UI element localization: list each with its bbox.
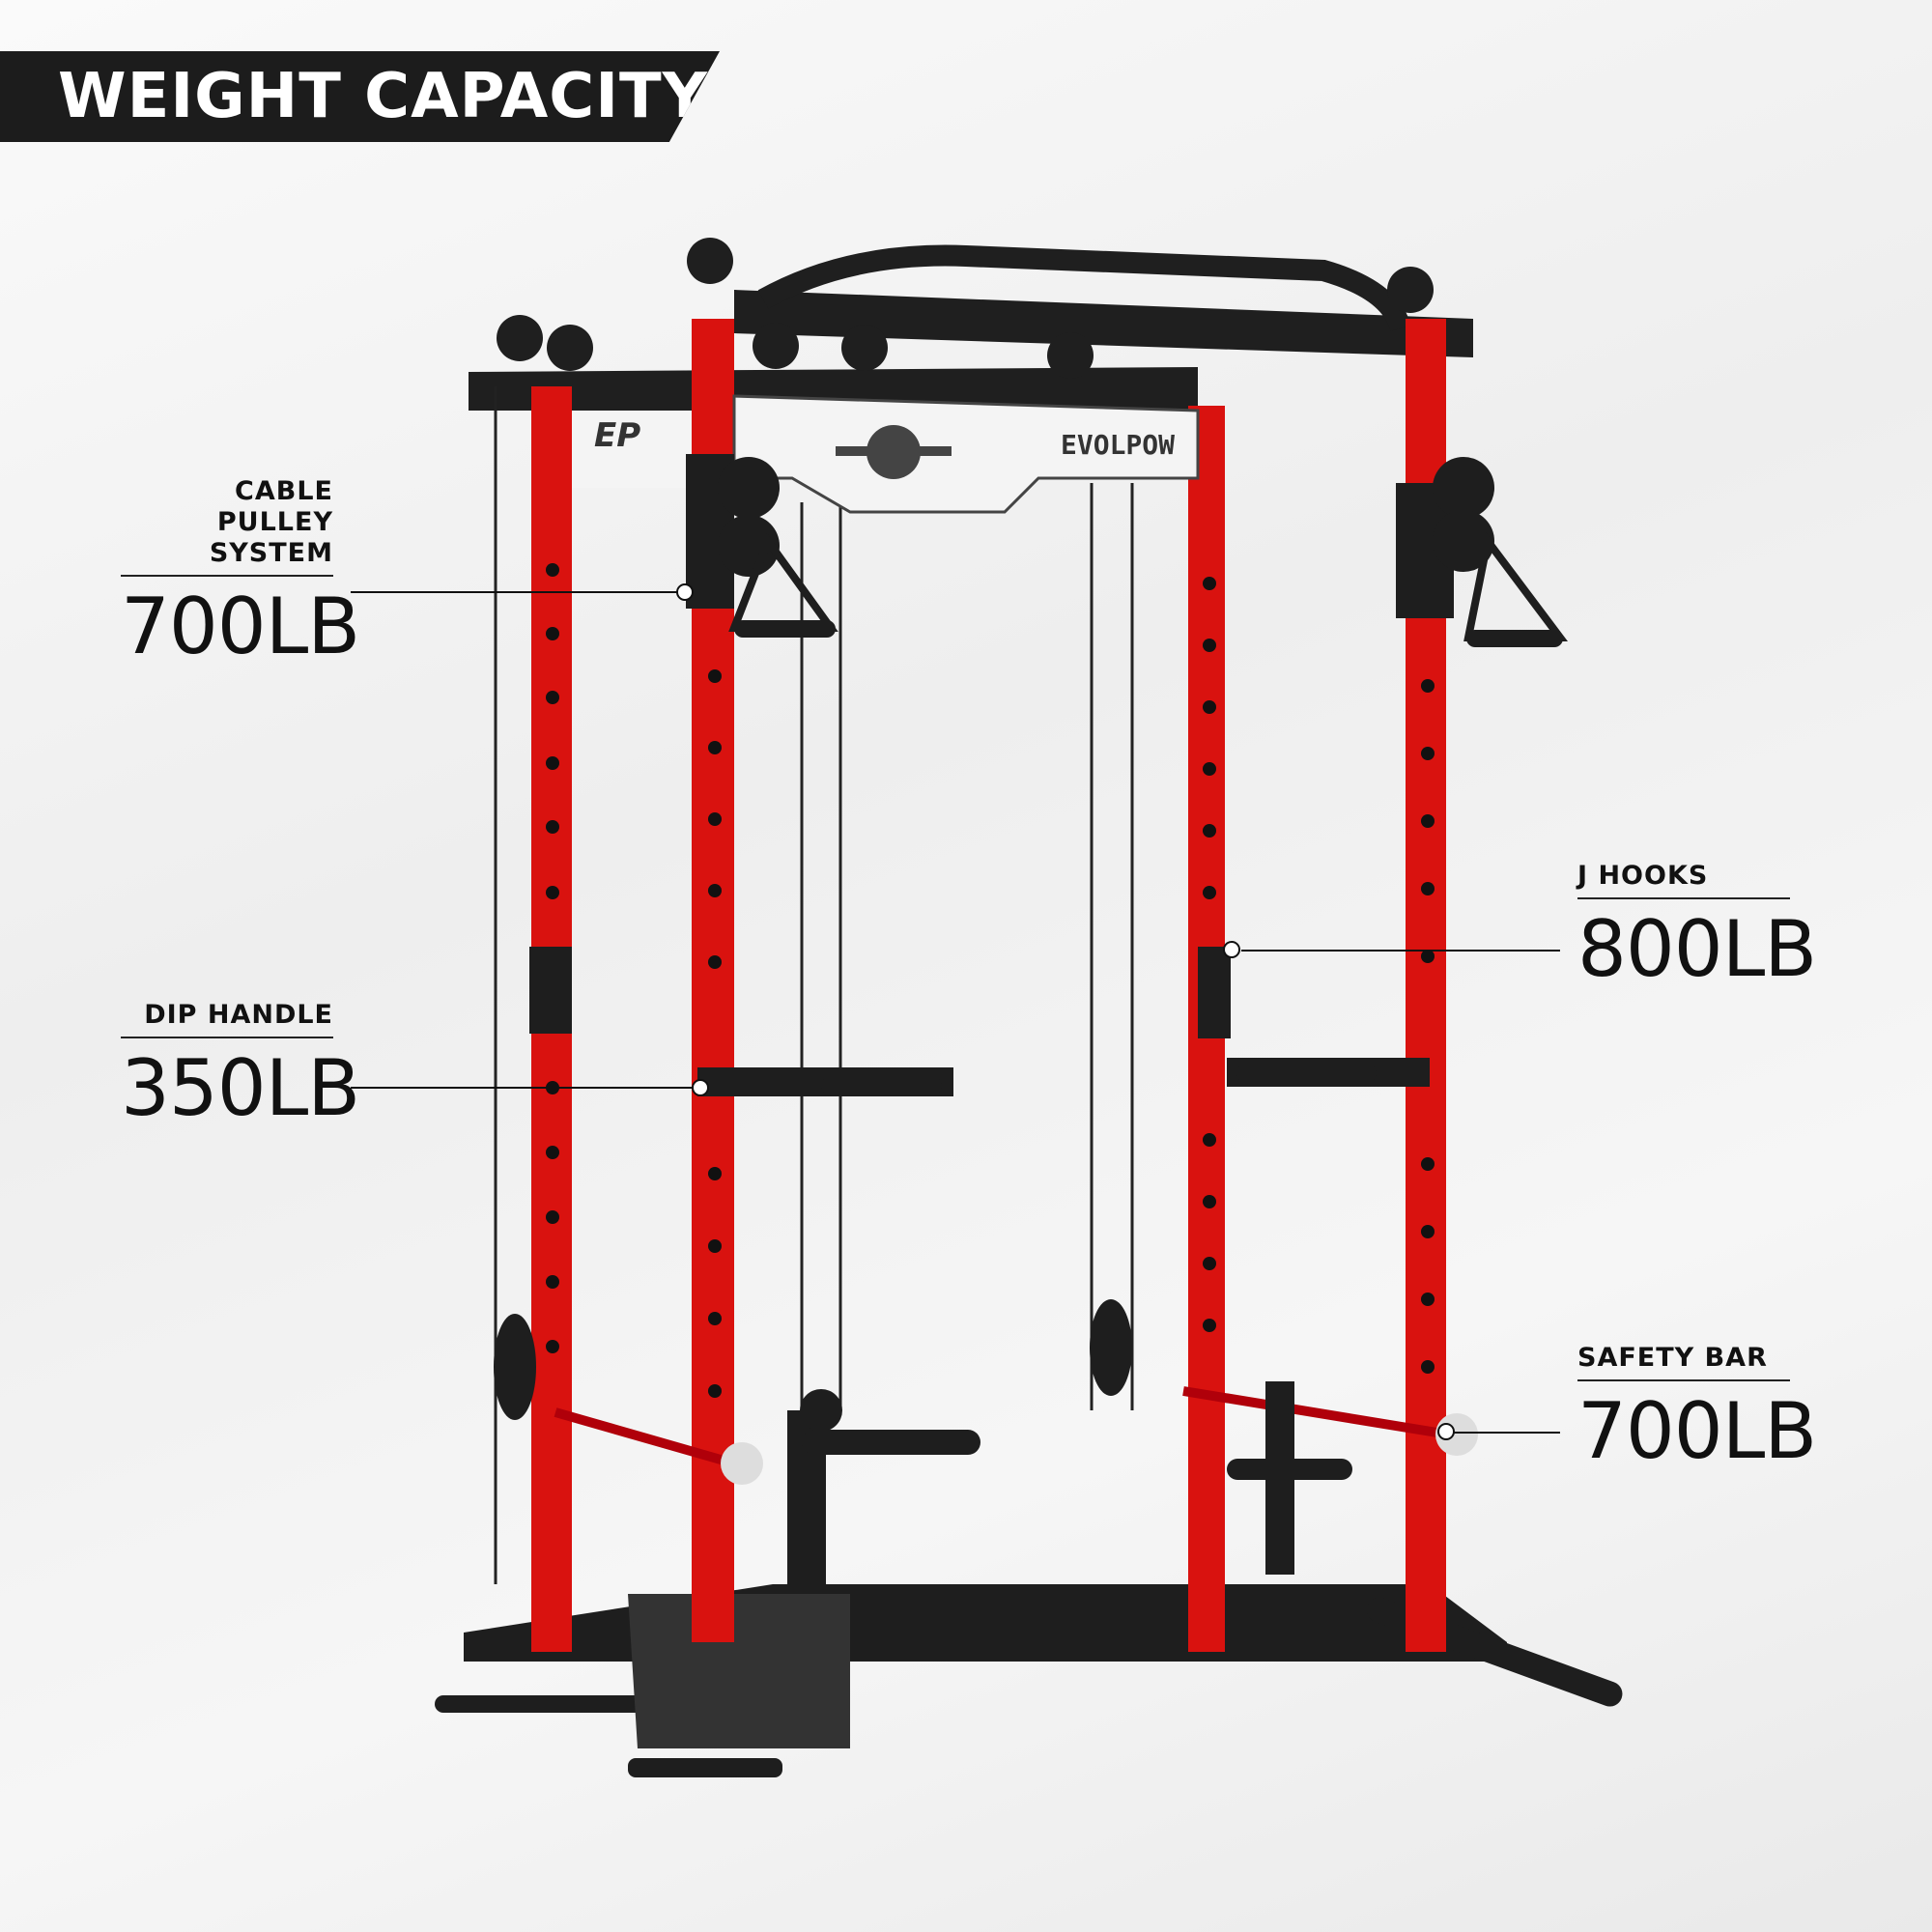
leader-line	[1454, 1432, 1560, 1434]
leader-line	[351, 1087, 694, 1089]
callout-cable-pulley: CABLE PULLEY SYSTEM 700LB	[121, 476, 360, 671]
divider	[1577, 1379, 1790, 1381]
cables	[494, 386, 1134, 1584]
brand-panel: EP EVOLPOW	[572, 394, 1200, 514]
uprights	[531, 319, 1446, 1652]
callout-dot	[692, 1079, 709, 1096]
divider	[121, 1037, 333, 1038]
leader-line	[1241, 950, 1560, 952]
callout-dot	[1437, 1423, 1455, 1440]
callout-label: CABLE PULLEY SYSTEM	[209, 476, 333, 568]
callout-value: 700LB	[121, 582, 360, 671]
j-hooks	[529, 947, 1231, 1038]
callout-safety-bar: SAFETY BAR 700LB	[1577, 1343, 1817, 1476]
post-holes	[546, 563, 1435, 1398]
divider	[121, 575, 333, 577]
callout-dip-handle: DIP HANDLE 350LB	[121, 1000, 360, 1133]
callout-j-hooks: J HOOKS 800LB	[1577, 861, 1817, 994]
header-banner: WEIGHT CAPACITY	[0, 51, 720, 142]
callout-dot	[676, 583, 694, 601]
callout-value: 350LB	[121, 1043, 360, 1133]
dip-handles	[697, 1058, 1430, 1096]
page-title: WEIGHT CAPACITY	[58, 61, 708, 132]
callout-value: 700LB	[1577, 1386, 1817, 1476]
accessories	[494, 1299, 1352, 1584]
callout-label: DIP HANDLE	[144, 1000, 333, 1030]
cable-pulleys	[686, 454, 1568, 647]
safety-bars	[554, 1386, 1478, 1485]
callout-value: 800LB	[1577, 904, 1817, 994]
callout-dot	[1223, 941, 1240, 958]
brand-wordmark: EVOLPOW	[1061, 429, 1175, 461]
ep-logo: EP	[594, 416, 640, 455]
top-frame	[469, 238, 1473, 411]
callout-label: SAFETY BAR	[1577, 1343, 1768, 1373]
callout-label: J HOOKS	[1577, 861, 1709, 891]
leader-line	[351, 591, 679, 593]
rack-base	[435, 1584, 1623, 1777]
divider	[1577, 897, 1790, 899]
